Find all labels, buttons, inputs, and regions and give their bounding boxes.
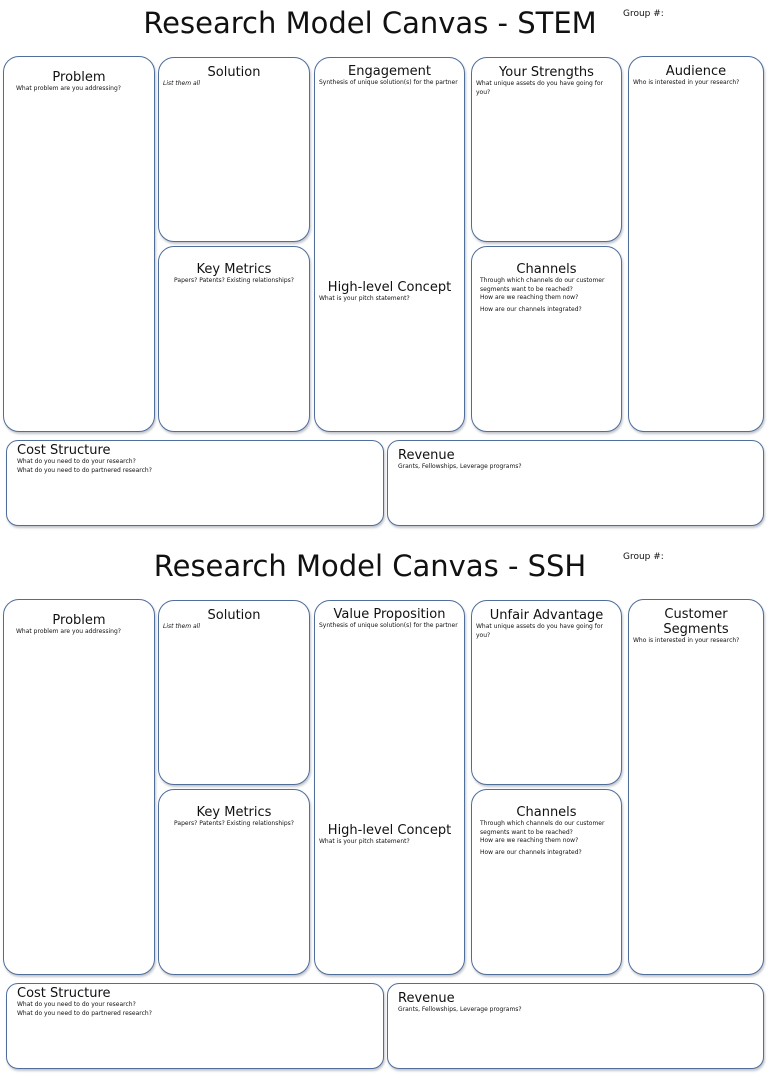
concept-title: High-level Concept — [327, 823, 452, 838]
concept-prompt: What is your pitch statement? — [319, 295, 410, 302]
audience-title: Customer Segments — [663, 607, 729, 637]
solution-title: Solution — [207, 65, 261, 80]
problem-prompt: What problem are you addressing? — [16, 628, 121, 635]
cost-structure-title: Cost Structure — [17, 986, 111, 1001]
cost-structure-box[interactable]: Cost Structure What do you need to do yo… — [6, 983, 384, 1069]
channels-prompt: Through which channels do our customer s… — [480, 277, 605, 293]
revenue-prompt: Grants, Fellowships, Leverage programs? — [398, 463, 522, 470]
audience-box[interactable]: Customer Segments Who is interested in y… — [628, 599, 764, 975]
group-number-label: Group #: — [623, 9, 664, 19]
channels-prompt: How are we reaching them now? — [480, 294, 579, 301]
audience-title: Audience — [665, 64, 727, 79]
cost-structure-box[interactable]: Cost Structure What do you need to do yo… — [6, 440, 384, 526]
problem-title: Problem — [52, 70, 106, 85]
revenue-title: Revenue — [398, 991, 455, 1006]
channels-title: Channels — [516, 262, 577, 277]
channels-prompt: How are our channels integrated? — [480, 305, 582, 313]
canvas-title: Research Model Canvas - STEM — [143, 6, 597, 40]
cost-prompt: What do you need to do partnered researc… — [17, 1009, 152, 1017]
value-prompt: Synthesis of unique solution(s) for the … — [319, 79, 458, 86]
revenue-box[interactable]: Revenue Grants, Fellowships, Leverage pr… — [387, 983, 764, 1069]
cost-structure-title: Cost Structure — [17, 443, 111, 458]
advantage-prompt: What unique assets do you have going for… — [476, 80, 604, 96]
problem-title: Problem — [52, 613, 106, 628]
key-metrics-title: Key Metrics — [196, 805, 272, 820]
channels-box[interactable]: Channels Through which channels do our c… — [471, 789, 622, 975]
audience-prompt: Who is interested in your research? — [633, 79, 740, 86]
key-metrics-prompt: Papers? Patents? Existing relationships? — [174, 277, 294, 284]
advantage-prompt: What unique assets do you have going for… — [476, 623, 604, 639]
value-prompt: Synthesis of unique solution(s) for the … — [319, 622, 458, 629]
revenue-prompt: Grants, Fellowships, Leverage programs? — [398, 1006, 522, 1013]
revenue-box[interactable]: Revenue Grants, Fellowships, Leverage pr… — [387, 440, 764, 526]
key-metrics-title: Key Metrics — [196, 262, 272, 277]
group-number-label: Group #: — [623, 552, 664, 562]
revenue-title: Revenue — [398, 448, 455, 463]
value-box[interactable]: Value Proposition Synthesis of unique so… — [314, 600, 465, 975]
channels-title: Channels — [516, 805, 577, 820]
problem-box[interactable]: Problem What problem are you addressing? — [3, 56, 155, 432]
concept-title: High-level Concept — [327, 280, 452, 295]
solution-prompt: List them all — [163, 80, 201, 87]
key-metrics-box[interactable]: Key Metrics Papers? Patents? Existing re… — [158, 789, 310, 975]
key-metrics-prompt: Papers? Patents? Existing relationships? — [174, 820, 294, 827]
solution-prompt: List them all — [163, 623, 201, 630]
key-metrics-box[interactable]: Key Metrics Papers? Patents? Existing re… — [158, 246, 310, 432]
research-model-canvas: Research Model Canvas - STEM Group #: Pr… — [3, 6, 764, 526]
advantage-title: Unfair Advantage — [489, 608, 604, 623]
channels-box[interactable]: Channels Through which channels do our c… — [471, 246, 622, 432]
channels-prompt: How are our channels integrated? — [480, 848, 582, 856]
cost-prompt: What do you need to do partnered researc… — [17, 466, 152, 474]
audience-prompt: Who is interested in your research? — [633, 637, 740, 644]
solution-box[interactable]: Solution List them all — [158, 600, 310, 785]
advantage-title: Your Strengths — [499, 65, 594, 80]
advantage-box[interactable]: Unfair Advantage What unique assets do y… — [471, 600, 622, 785]
research-model-canvas: Research Model Canvas - SSH Group #: Pro… — [0, 543, 768, 1088]
value-title: Engagement — [348, 64, 431, 79]
channels-prompt: How are we reaching them now? — [480, 837, 579, 844]
cost-prompt: What do you need to do your research? — [17, 458, 136, 465]
cost-prompt: What do you need to do your research? — [17, 1001, 136, 1008]
canvas-title: Research Model Canvas - SSH — [153, 549, 587, 583]
channels-prompt: Through which channels do our customer s… — [480, 820, 605, 836]
concept-prompt: What is your pitch statement? — [319, 838, 410, 845]
value-box[interactable]: Engagement Synthesis of unique solution(… — [314, 57, 465, 432]
advantage-box[interactable]: Your Strengths What unique assets do you… — [471, 57, 622, 242]
value-title: Value Proposition — [333, 607, 446, 622]
problem-prompt: What problem are you addressing? — [16, 85, 121, 92]
problem-box[interactable]: Problem What problem are you addressing? — [3, 599, 155, 975]
audience-box[interactable]: Audience Who is interested in your resea… — [628, 56, 764, 432]
solution-title: Solution — [207, 608, 261, 623]
solution-box[interactable]: Solution List them all — [158, 57, 310, 242]
